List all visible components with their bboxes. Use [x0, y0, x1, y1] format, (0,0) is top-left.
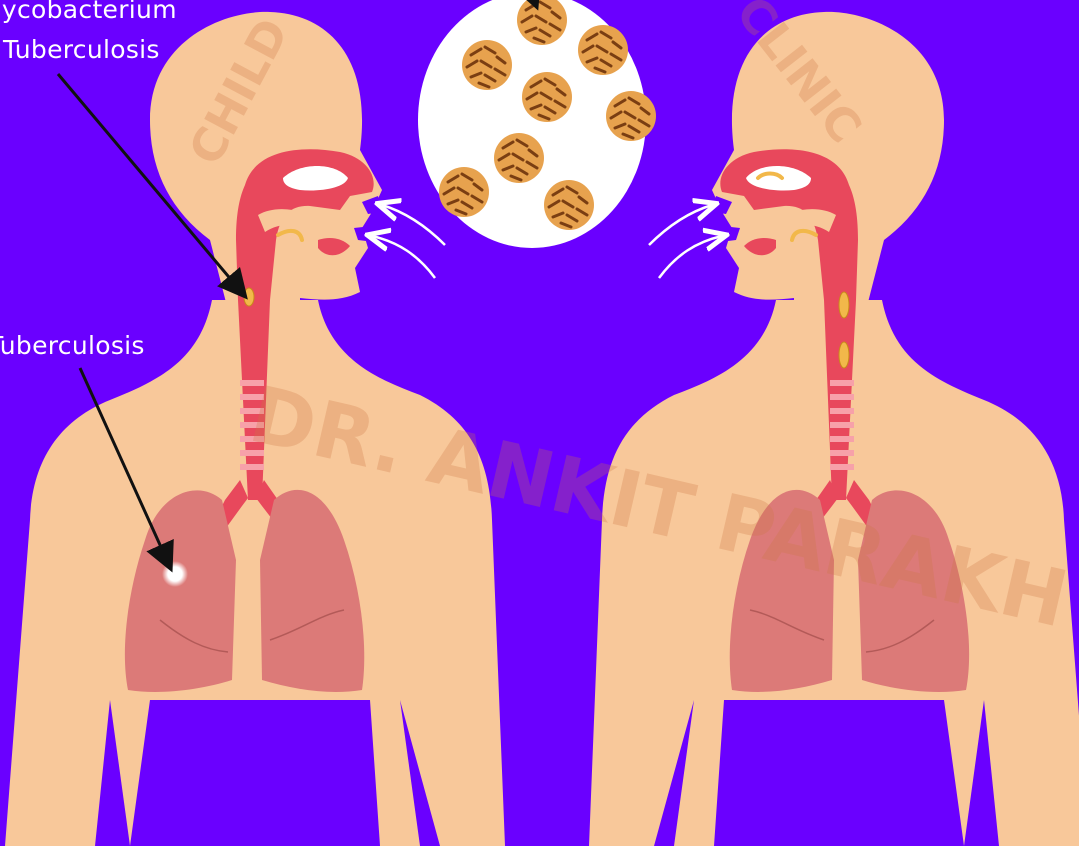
droplet-pointer-arrow: [534, 0, 536, 5]
mycobacterium-label-line1: Mycobacterium: [0, 0, 177, 26]
airborne-droplet: [418, 0, 656, 248]
exhale-arrow-lower: [372, 236, 435, 278]
inhale-arrow-lower: [659, 236, 722, 278]
inhale-arrow-upper: [649, 205, 712, 245]
tb-lesion-spot: [162, 561, 188, 587]
tuberculosis-label: Tuberculosis: [0, 330, 145, 362]
exhale-arrow-upper: [382, 205, 445, 245]
right-person: [589, 12, 1079, 846]
mycobacterium-label-line2: Tuberculosis: [3, 34, 160, 66]
